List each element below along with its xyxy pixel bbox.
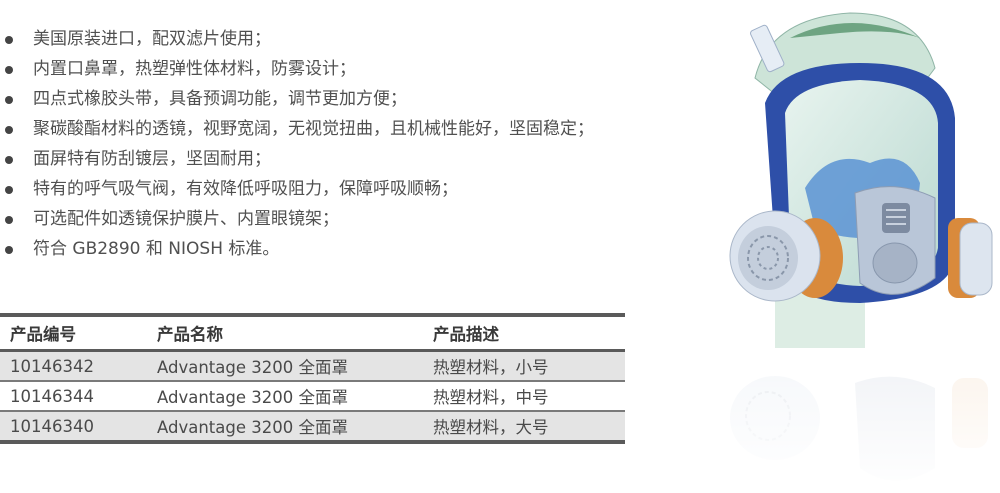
cell-product-code: 10146342 <box>10 356 94 376</box>
feature-item: 面屏特有防刮镀层，坚固耐用； <box>0 144 594 174</box>
respirator-mask-image <box>720 12 1000 493</box>
cell-product-description: 热塑材料，大号 <box>433 418 549 437</box>
cell-product-description: 热塑材料，小号 <box>433 358 549 377</box>
product-table: 产品编号 产品名称 产品描述 10146342 Advantage 3200 全… <box>0 313 625 444</box>
header-product-code: 产品编号 <box>10 325 76 344</box>
feature-item: 符合 GB2890 和 NIOSH 标准。 <box>0 234 594 264</box>
feature-item: 内置口鼻罩，热塑弹性体材料，防雾设计； <box>0 54 594 84</box>
table-row: 10146342 Advantage 3200 全面罩 热塑材料，小号 <box>0 352 625 382</box>
bullet-icon <box>5 246 13 254</box>
bullet-icon <box>5 66 13 74</box>
feature-item: 特有的呼气吸气阀，有效降低呼吸阻力，保障呼吸顺畅； <box>0 174 594 204</box>
bullet-icon <box>5 216 13 224</box>
table-header: 产品编号 产品名称 产品描述 <box>0 317 625 352</box>
table-top-rule <box>0 313 625 317</box>
feature-item: 聚碳酸酯材料的透镜，视野宽阔，无视觉扭曲，且机械性能好，坚固稳定； <box>0 114 594 144</box>
bullet-icon <box>5 126 13 134</box>
cell-product-name: Advantage 3200 全面罩 <box>157 358 348 377</box>
table-row: 10146340 Advantage 3200 全面罩 热塑材料，大号 <box>0 412 625 444</box>
cell-product-name: Advantage 3200 全面罩 <box>157 418 348 437</box>
feature-item: 四点式橡胶头带，具备预调功能，调节更加方便； <box>0 84 594 114</box>
cell-product-name: Advantage 3200 全面罩 <box>157 388 348 407</box>
feature-list: 美国原装进口，配双滤片使用； 内置口鼻罩，热塑弹性体材料，防雾设计； 四点式橡胶… <box>0 24 594 264</box>
bullet-icon <box>5 186 13 194</box>
feature-item: 可选配件如透镜保护膜片、内置眼镜架； <box>0 204 594 234</box>
header-product-name: 产品名称 <box>157 325 223 344</box>
bullet-icon <box>5 36 13 44</box>
table-row: 10146344 Advantage 3200 全面罩 热塑材料，中号 <box>0 382 625 412</box>
feature-item: 美国原装进口，配双滤片使用； <box>0 24 594 54</box>
bullet-icon <box>5 96 13 104</box>
cell-product-description: 热塑材料，中号 <box>433 388 549 407</box>
cell-product-code: 10146344 <box>10 386 94 406</box>
cell-product-code: 10146340 <box>10 416 94 436</box>
bullet-icon <box>5 156 13 164</box>
header-product-description: 产品描述 <box>433 325 499 344</box>
